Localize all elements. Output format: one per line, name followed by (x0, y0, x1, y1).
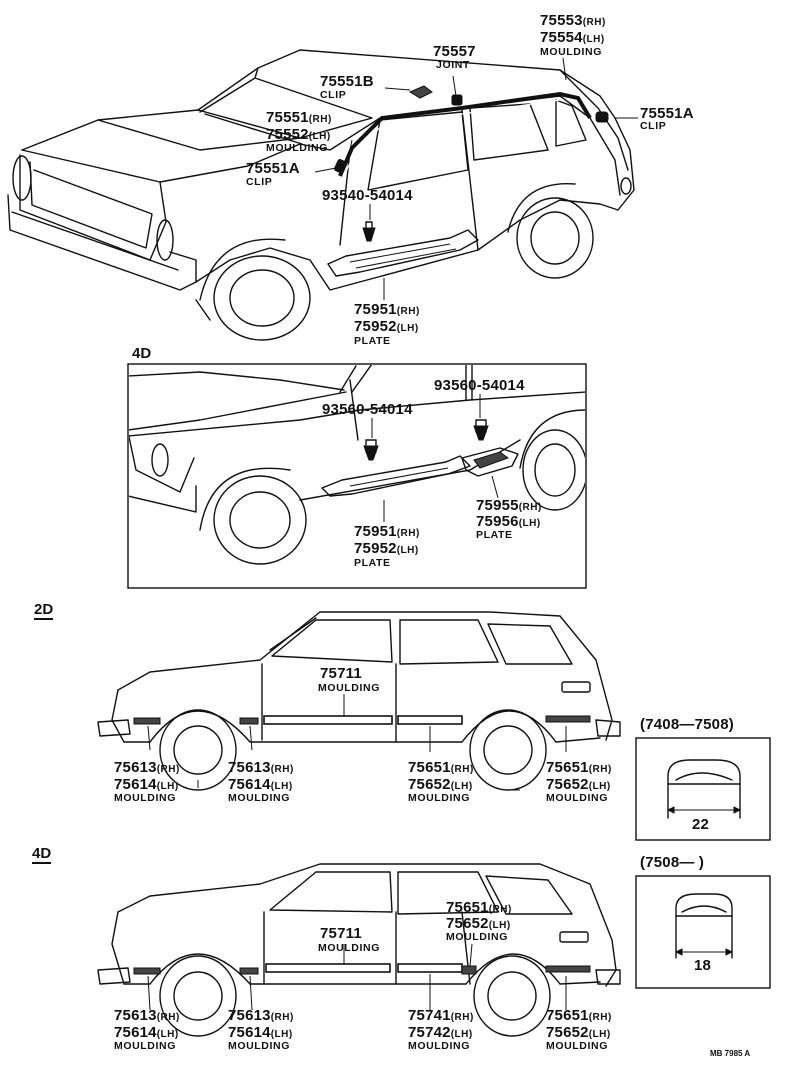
part-caption: MOULDING (114, 792, 176, 804)
part-number-label: 75651(RH) (408, 759, 474, 776)
part-number-label: 75652(LH) (446, 915, 511, 932)
part-number-label: 75554(LH) (540, 29, 605, 46)
section-detail-2 (635, 875, 771, 989)
part-number-label: 75711 (320, 925, 362, 942)
section-dimension-label: 22 (692, 816, 710, 833)
part-number-label: 75955(RH) (476, 497, 542, 514)
part-number-label: 75614(LH) (114, 1024, 179, 1041)
part-number-label: 75551A (640, 105, 694, 122)
part-number-label: 75551(RH) (266, 109, 332, 126)
part-number-label: 93540-54014 (322, 187, 413, 204)
part-caption: PLATE (476, 529, 513, 541)
part-number-label: 75951(RH) (354, 301, 420, 318)
part-number-label: 75711 (320, 665, 362, 682)
side-2d-view (97, 611, 621, 791)
part-number-label: 75952(LH) (354, 318, 419, 335)
part-number-label: 75652(LH) (546, 776, 611, 793)
part-caption: MOULDING (228, 792, 290, 804)
part-number-label: 75551A (246, 160, 300, 177)
part-number-label: 93560-54014 (322, 401, 413, 418)
part-number-label: 75652(LH) (546, 1024, 611, 1041)
part-caption: CLIP (246, 176, 273, 188)
section-period-label: (7408—7508) (640, 716, 734, 733)
part-caption: MOULDING (318, 942, 380, 954)
part-number-label: 75613(RH) (114, 759, 180, 776)
part-caption: JOINT (436, 59, 470, 71)
part-number-label: 75651(RH) (446, 899, 512, 916)
part-caption: MOULDING (446, 931, 508, 943)
part-number-label: 75614(LH) (228, 1024, 293, 1041)
part-caption: MOULDING (228, 1040, 290, 1052)
part-caption: MOULDING (408, 792, 470, 804)
section-heading-2d: 2D (34, 601, 54, 620)
part-caption: MOULDING (266, 142, 328, 154)
part-number-label: 75613(RH) (114, 1007, 180, 1024)
part-number-label: 75652(LH) (408, 776, 473, 793)
top-car-perspective (7, 49, 638, 341)
part-caption: MOULDING (546, 1040, 608, 1052)
part-caption: MOULDING (540, 46, 602, 58)
part-caption: PLATE (354, 557, 391, 569)
part-caption: CLIP (320, 89, 347, 101)
part-number-label: 75951(RH) (354, 523, 420, 540)
side-4d-view (97, 863, 621, 1037)
inset-4d-view (127, 363, 587, 589)
part-number-label: 75956(LH) (476, 513, 541, 530)
part-number-label: 75552(LH) (266, 126, 331, 143)
part-number-label: 75651(RH) (546, 759, 612, 776)
part-caption: MOULDING (546, 792, 608, 804)
section-heading-4d-inset: 4D (132, 345, 152, 362)
part-number-label: 93560-54014 (434, 377, 525, 394)
section-dimension-label: 18 (694, 957, 712, 974)
section-detail-1 (635, 737, 771, 841)
section-heading-4d: 4D (32, 845, 52, 864)
part-number-label: 75553(RH) (540, 12, 606, 29)
section-period-label: (7508— ) (640, 854, 705, 871)
part-number-label: 75651(RH) (546, 1007, 612, 1024)
part-number-label: 75613(RH) (228, 759, 294, 776)
part-number-label: 75614(LH) (114, 776, 179, 793)
part-caption: MOULDING (318, 682, 380, 694)
part-number-label: 75614(LH) (228, 776, 293, 793)
part-number-label: 75741(RH) (408, 1007, 474, 1024)
part-number-label: 75613(RH) (228, 1007, 294, 1024)
part-caption: MOULDING (408, 1040, 470, 1052)
part-number-label: 75742(LH) (408, 1024, 473, 1041)
part-number-label: 75952(LH) (354, 540, 419, 557)
part-caption: PLATE (354, 335, 391, 347)
part-caption: CLIP (640, 120, 667, 132)
document-code: MB 7985 A (710, 1049, 751, 1058)
part-number-label: 75551B (320, 73, 374, 90)
part-number-label: 75557 (433, 43, 476, 60)
part-caption: MOULDING (114, 1040, 176, 1052)
